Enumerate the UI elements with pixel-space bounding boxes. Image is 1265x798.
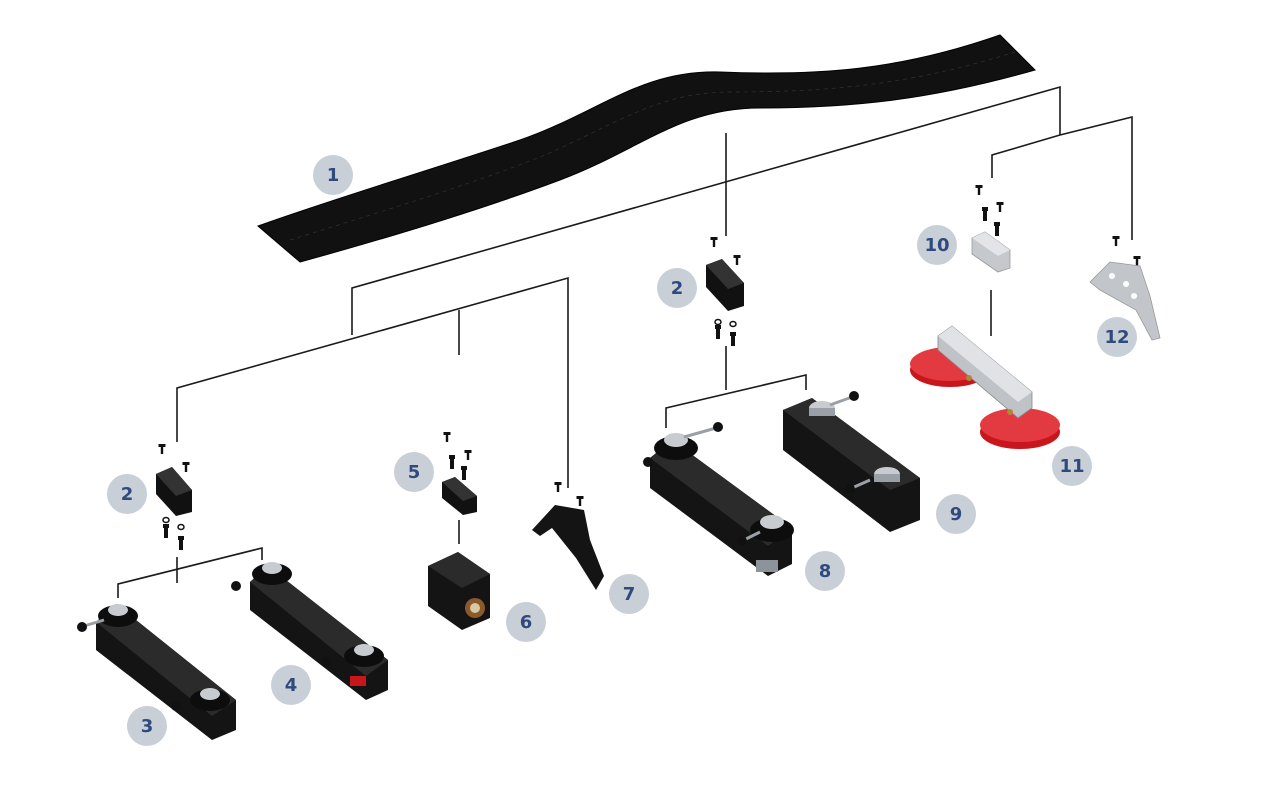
part-10-gray-block (971, 185, 1011, 273)
callout-1-badge: 1 (313, 155, 353, 195)
callout-2-left-badge: 2 (107, 474, 147, 514)
callout-2-center-badge: 2 (657, 268, 697, 308)
callout-11-badge: 11 (1052, 446, 1092, 486)
callout-3-badge: 3 (127, 706, 167, 746)
callout-12-badge: 12 (1097, 317, 1137, 357)
part-6-cube (428, 552, 490, 630)
callout-7-badge: 7 (609, 574, 649, 614)
part-8-clamp-arm (643, 422, 794, 576)
part-5-small-block (442, 432, 477, 515)
part-1-mat-strip (257, 34, 1036, 263)
callout-4-badge: 4 (271, 665, 311, 705)
callout-9-badge: 9 (936, 494, 976, 534)
callout-6-badge: 6 (506, 602, 546, 642)
callout-8-badge: 8 (805, 551, 845, 591)
part-4-arm (231, 562, 388, 700)
part-11-suction-cups (910, 325, 1060, 449)
callout-10-badge: 10 (917, 225, 957, 265)
part-2-block-left (156, 444, 192, 550)
part-9-clamp-assembly (783, 391, 920, 532)
part-3-arm (77, 604, 236, 740)
part-7-bracket (532, 482, 604, 590)
connector-lines (117, 85, 1133, 598)
part-2-block-center (706, 237, 744, 346)
callout-5-badge: 5 (394, 452, 434, 492)
part-12-gray-bracket (1089, 236, 1161, 341)
